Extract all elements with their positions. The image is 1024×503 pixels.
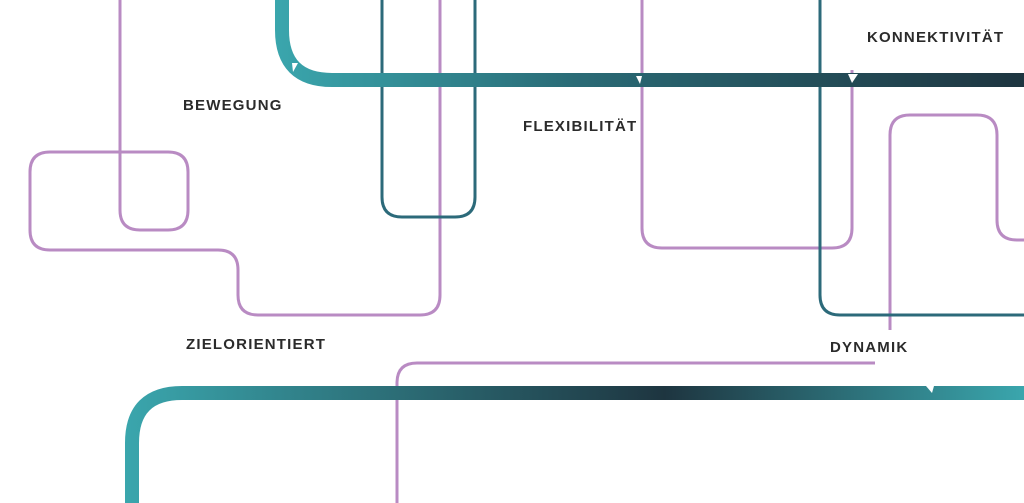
teal-line-center-loop (380, 0, 477, 219)
line-notches (292, 63, 934, 393)
lilac-lines (28, 0, 1024, 503)
notch-top-left (292, 63, 298, 72)
label-konnektivitaet: KONNEKTIVITÄT (864, 27, 1008, 48)
notch-top-center (636, 76, 642, 84)
gradient-line-bottom (125, 386, 1024, 503)
lilac-line-right (888, 113, 1024, 330)
notch-top-right (848, 74, 858, 83)
lilac-line-bewegung (28, 0, 442, 317)
label-bewegung: BEWEGUNG (180, 95, 286, 116)
teal-line-right-loop (818, 0, 1024, 317)
label-dynamik: DYNAMIK (827, 337, 912, 358)
lilac-line-bottom (395, 361, 875, 503)
notch-bottom-right (926, 386, 934, 393)
teal-lines (380, 0, 1024, 317)
label-flexibilitaet: FLEXIBILITÄT (520, 116, 641, 137)
label-zielorientiert: ZIELORIENTIERT (183, 334, 330, 355)
lilac-line-flexibilitaet (640, 0, 854, 250)
